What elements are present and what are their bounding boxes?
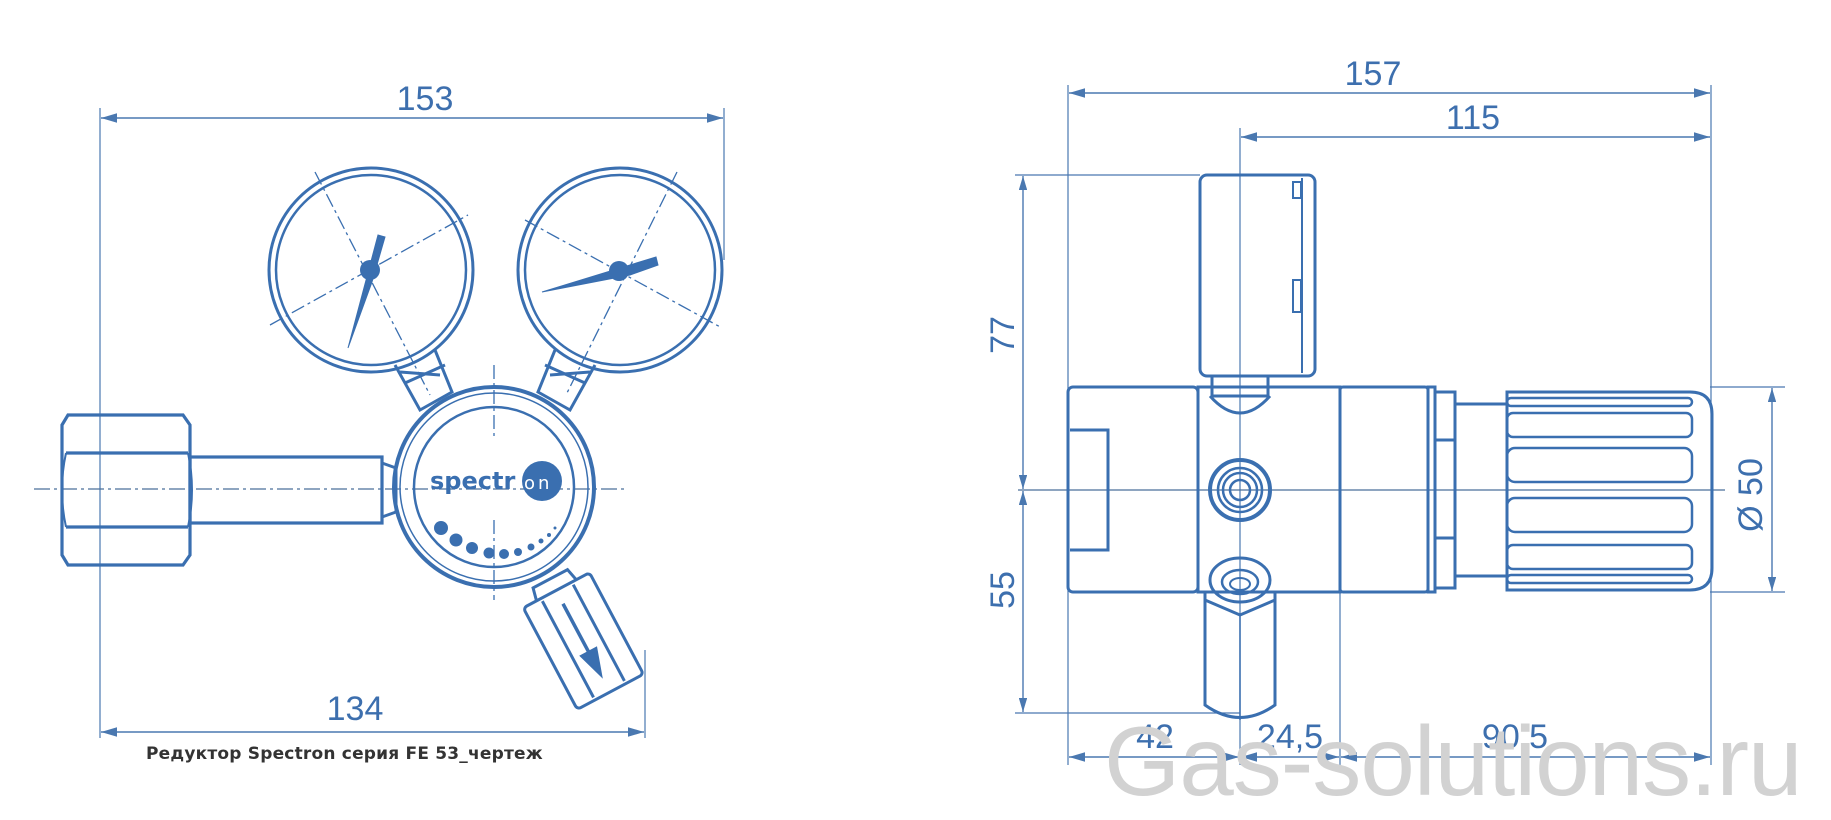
- gauge-side: [1198, 173, 1317, 415]
- logo-text-right: on: [524, 473, 552, 494]
- dim-42-label: 42: [1136, 718, 1174, 756]
- dim-157-label: 157: [1345, 55, 1402, 93]
- dim-24-5-label: 24,5: [1257, 718, 1323, 756]
- drawing-caption: Редуктор Spectron серия FE 53_чертеж: [146, 744, 543, 764]
- logo-dots: [434, 521, 557, 559]
- dim-134-label: 134: [327, 690, 384, 728]
- side-view: [1015, 85, 1785, 765]
- dim-153-label: 153: [397, 80, 454, 118]
- inlet-nut: [60, 413, 193, 567]
- dim-55-label: 55: [984, 571, 1022, 609]
- logo-text-left: spectr: [430, 467, 515, 495]
- dim-77-label: 77: [984, 316, 1022, 354]
- high-pressure-gauge: [267, 166, 475, 396]
- dim-115-label: 115: [1446, 99, 1500, 137]
- dim-90-5-label: 90,5: [1482, 718, 1548, 756]
- front-view: [34, 108, 725, 738]
- watermark: Gas-solutions.ru: [1104, 706, 1803, 816]
- low-pressure-gauge: [516, 166, 724, 396]
- logo-circle: [522, 461, 562, 501]
- inlet-pipe: [188, 455, 384, 525]
- outlet-valve: [523, 567, 644, 710]
- regulator-body: [392, 365, 596, 600]
- dim-diameter-50-label: Ø 50: [1732, 458, 1770, 532]
- adjusting-knob: [1505, 390, 1714, 592]
- body-side: [1066, 385, 1507, 720]
